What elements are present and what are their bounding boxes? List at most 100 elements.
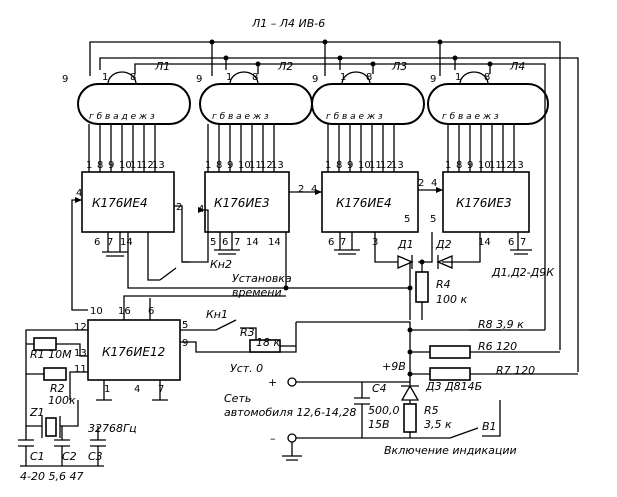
pin-number: 8	[336, 160, 342, 171]
svg-text:7: 7	[107, 237, 113, 248]
svg-text:7: 7	[234, 237, 240, 248]
svg-text:6: 6	[328, 237, 334, 248]
pin-number: 11	[489, 160, 502, 171]
plus-label: +	[268, 376, 277, 389]
ground-clock	[96, 380, 168, 401]
svg-text:12: 12	[74, 322, 87, 333]
pin-number: 10	[358, 160, 371, 171]
svg-text:6: 6	[148, 306, 154, 317]
svg-text:2: 2	[418, 178, 424, 189]
svg-text:14: 14	[246, 237, 259, 248]
svg-text:10: 10	[90, 306, 103, 317]
resistor-r5	[403, 403, 417, 433]
pin-number: 9	[227, 160, 233, 171]
rail-resistors	[410, 329, 500, 375]
r8-label: R8 3,9 к	[478, 318, 524, 331]
terminal-minus	[287, 433, 297, 443]
pin-number: 11	[130, 160, 143, 171]
svg-text:11: 11	[74, 364, 87, 375]
r1-label: R1 10М	[30, 348, 72, 361]
r5-label: R5	[424, 404, 439, 417]
svg-text:7: 7	[340, 237, 346, 248]
chip-u3-label: К176ИЕ4	[336, 196, 392, 210]
tube-l1: Л1 9 1 8 г б в а д е ж з	[62, 60, 191, 125]
svg-text:14: 14	[120, 237, 133, 248]
power-switch-label: Включение индикации	[384, 444, 517, 457]
svg-text:9: 9	[182, 338, 188, 349]
svg-text:9: 9	[196, 74, 202, 85]
pin-number: 12	[500, 160, 513, 171]
svg-text:5: 5	[182, 320, 188, 331]
c4-value: 500,0	[368, 404, 400, 417]
pin-number: 12	[380, 160, 393, 171]
resistor-r6	[429, 345, 471, 359]
wire-clock-16	[123, 295, 286, 320]
svg-text:4: 4	[134, 384, 140, 395]
svg-text:5: 5	[404, 214, 410, 225]
pin-number: 9	[108, 160, 114, 171]
pin-number: 13	[271, 160, 284, 171]
r4-label: R4	[436, 278, 451, 291]
freq-label: 32768Гц	[88, 422, 137, 435]
tube-series-title: Л1 – Л4 ИВ-6	[251, 17, 325, 30]
resistor-r4	[415, 271, 429, 303]
pin-number: 13	[152, 160, 165, 171]
tube-l1-label: Л1	[154, 60, 170, 73]
resistor-r2	[43, 367, 67, 381]
svg-text:1: 1	[340, 72, 346, 83]
pin-number: 1	[205, 160, 211, 171]
chip-u4-label: К176ИЕ3	[456, 196, 512, 210]
pin-number: 10	[478, 160, 491, 171]
svg-text:9: 9	[430, 74, 436, 85]
pin-number: 12	[141, 160, 154, 171]
terminal-plus	[287, 377, 297, 387]
tube-l4-segments: г б в а е ж з	[442, 112, 499, 122]
resistor-r1	[33, 337, 57, 351]
tube-l3-label: Л3	[391, 60, 407, 73]
bus-grid-c	[134, 63, 546, 330]
pin-number: 8	[97, 160, 103, 171]
svg-text:1: 1	[104, 384, 110, 395]
svg-text:7: 7	[158, 384, 164, 395]
cap-values: 4-20 5,6 47	[20, 470, 83, 483]
pin-number: 1	[86, 160, 92, 171]
svg-text:1: 1	[455, 72, 461, 83]
c3-label: C3	[88, 450, 103, 463]
r3-label: R3	[240, 326, 255, 339]
svg-text:7: 7	[520, 237, 526, 248]
pin-number: 1	[445, 160, 451, 171]
r2-value: 100к	[48, 394, 76, 407]
svg-text:6: 6	[508, 237, 514, 248]
c4-voltage: 15В	[368, 418, 390, 431]
r3-value: 18 к	[256, 336, 280, 349]
c4-label: C4	[372, 382, 387, 395]
diode-d1	[397, 255, 414, 269]
pin-number: 10	[238, 160, 251, 171]
svg-text:4: 4	[431, 178, 437, 189]
pin-number: 12	[260, 160, 273, 171]
ground-u3	[334, 232, 360, 255]
capacitor-c4	[354, 382, 370, 438]
svg-text:5: 5	[430, 214, 436, 225]
set-time-label-2: времени	[232, 286, 282, 299]
tube-l2-segments: г б в а е ж з	[212, 112, 269, 122]
ground-u4	[510, 232, 532, 255]
chip-clock-label: К176ИЕ12	[102, 345, 165, 359]
svg-text:9: 9	[62, 74, 68, 85]
tube-l3: Л3 9 1 8 г б в а е ж з	[311, 60, 425, 125]
rail-9v	[296, 321, 411, 388]
minus-label: –	[270, 432, 276, 445]
pin-number: 8	[216, 160, 222, 171]
crystal-z1	[45, 417, 57, 437]
diode-type-label: Д1,Д2-Д9К	[491, 266, 555, 279]
pin-number: 11	[249, 160, 262, 171]
switch-b1	[409, 400, 501, 439]
svg-text:1: 1	[102, 72, 108, 83]
svg-text:9: 9	[312, 74, 318, 85]
tube-l2: Л2 9 1 8 г б в а е ж з	[196, 60, 313, 125]
kn1-label: Кн1	[206, 308, 228, 321]
d3-label: Д3 Д814Б	[425, 380, 482, 393]
tube-l4-label: Л4	[509, 60, 525, 73]
d2-label: Д2	[435, 238, 452, 251]
segment-leads	[88, 124, 515, 172]
